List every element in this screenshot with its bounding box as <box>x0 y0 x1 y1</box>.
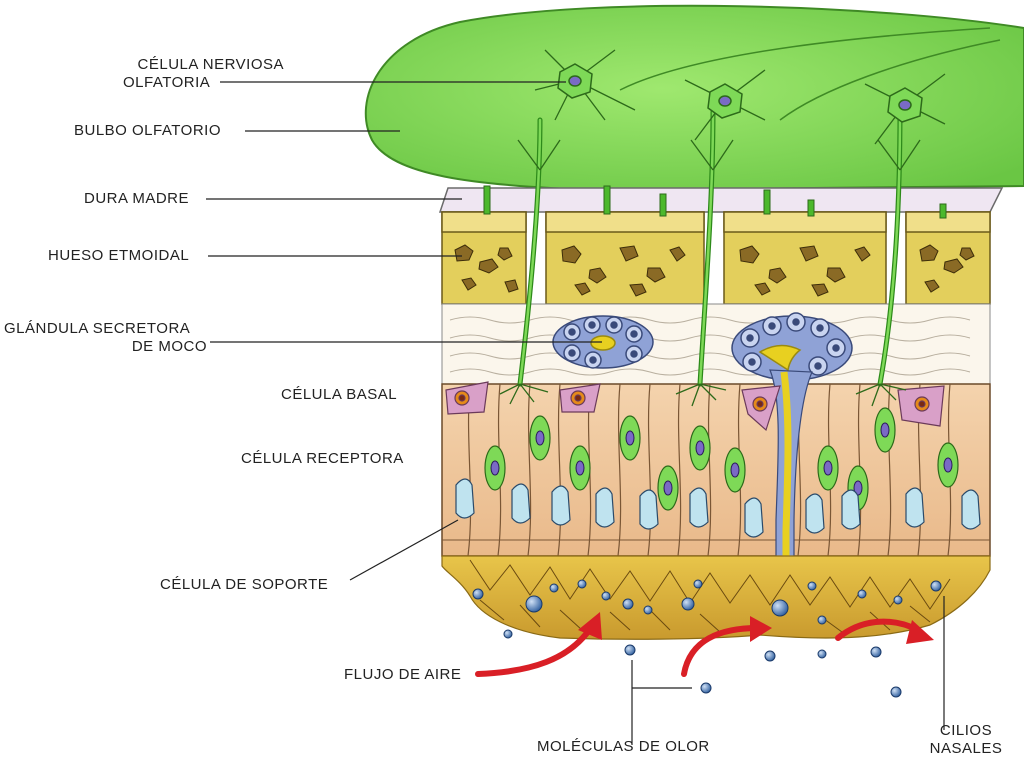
label-celula-soporte: CÉLULA DE SOPORTE <box>160 576 329 593</box>
label-glandula-line2: DE MOCO <box>131 338 207 355</box>
olfactory-epithelium <box>441 383 991 557</box>
lamina-propria <box>441 303 991 385</box>
support-cell-nuclei <box>455 478 981 538</box>
odor-molecules <box>472 579 942 698</box>
nerve-cells <box>557 63 923 123</box>
label-celula-receptora: CÉLULA RECEPTORA <box>241 450 404 467</box>
label-celula-nerviosa-line1: CÉLULA NERVIOSA <box>137 56 284 73</box>
nerve-fibers-inner <box>518 108 902 386</box>
label-flujo-aire: FLUJO DE AIRE <box>344 666 462 683</box>
label-moleculas-olor: MOLÉCULAS DE OLOR <box>537 738 710 755</box>
leader-lines <box>206 81 945 745</box>
label-dura-madre: DURA MADRE <box>84 190 190 207</box>
label-celula-basal: CÉLULA BASAL <box>281 386 398 403</box>
bone-pores <box>454 244 975 297</box>
basal-cells <box>445 381 945 432</box>
mucus-gland-left <box>552 315 654 369</box>
olfactory-bulb <box>364 4 1024 192</box>
label-hueso-etmoidal: HUESO ETMOIDAL <box>48 247 190 264</box>
label-cilios-line2: NASALES <box>929 740 1003 757</box>
label-cilios-line1: CILIOS <box>939 722 993 739</box>
mucus-layer <box>441 555 991 640</box>
airflow-arrows <box>475 618 921 677</box>
bone-channels <box>483 185 947 219</box>
airflow-arrowheads <box>578 612 934 644</box>
receptor-nuclei <box>490 422 953 496</box>
label-celula-nerviosa-line2: OLFATORIA <box>123 74 211 91</box>
mucus-gland-right <box>731 312 853 381</box>
ethmoid-bone <box>441 211 991 305</box>
nerve-branches <box>499 49 946 407</box>
label-glandula-line1: GLÁNDULA SECRETORA <box>4 320 191 337</box>
label-bulbo-olfatorio: BULBO OLFATORIO <box>74 122 221 139</box>
dura-mater <box>438 187 1004 213</box>
